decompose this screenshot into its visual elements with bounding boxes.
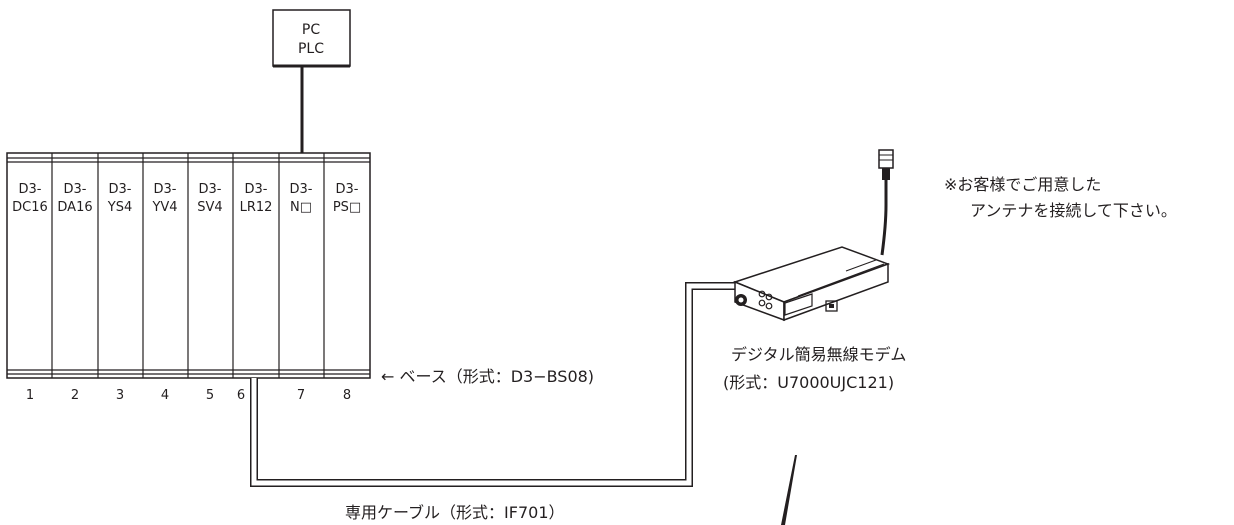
stray-line — [781, 455, 797, 525]
slot-number: 6 — [237, 388, 245, 403]
svg-text:D3-: D3- — [19, 182, 42, 197]
panel-button-icon — [765, 293, 773, 301]
svg-text:D3-: D3- — [336, 182, 359, 197]
cable-label: 専用ケーブル（形式：IF701） — [345, 503, 565, 522]
svg-text:D3-: D3- — [109, 182, 132, 197]
antenna-note-line2: アンテナを接続して下さい。 — [970, 201, 1177, 220]
display-window-icon — [784, 293, 813, 316]
slot-number: 8 — [343, 388, 351, 403]
antenna-connector — [878, 149, 894, 256]
base-label: ← ベース（形式：D3−BS08) — [381, 367, 594, 386]
panel-button-icon — [765, 302, 773, 310]
panel-button-icon — [758, 290, 766, 298]
plc-label: PLC — [298, 41, 324, 57]
modem-right-face — [783, 262, 889, 322]
svg-text:LR12: LR12 — [240, 200, 273, 215]
pc-label: PC — [302, 22, 320, 38]
module-d3-n: D3- N□ — [290, 182, 313, 215]
modem-name: デジタル簡易無線モデム — [731, 345, 906, 364]
panel-button-icon — [758, 299, 766, 307]
module-d3-dc16: D3- DC16 — [12, 182, 48, 215]
module-d3-ys4: D3- YS4 — [107, 182, 132, 215]
module-d3-lr12: D3- LR12 — [240, 182, 273, 215]
svg-text:D3-: D3- — [199, 182, 222, 197]
slot-number: 5 — [206, 388, 214, 403]
svg-text:DA16: DA16 — [57, 200, 92, 215]
svg-text:D3-: D3- — [64, 182, 87, 197]
base-rack — [6, 152, 371, 379]
slot-number: 1 — [26, 388, 34, 403]
antenna-cable — [880, 180, 888, 256]
module-d3-sv4: D3- SV4 — [197, 182, 222, 215]
svg-text:YV4: YV4 — [151, 200, 177, 215]
radio-modem — [732, 246, 891, 322]
module-d3-da16: D3- DA16 — [57, 182, 92, 215]
pc-plc-box: PC PLC — [272, 9, 351, 68]
svg-text:D3-: D3- — [245, 182, 268, 197]
svg-text:PS□: PS□ — [333, 200, 361, 215]
antenna-note-line1: ※お客様でご用意した — [944, 175, 1101, 194]
slot-numbers: 1 2 3 4 5 6 7 8 — [26, 388, 351, 403]
module-d3-yv4: D3- YV4 — [151, 182, 177, 215]
slot-number: 3 — [116, 388, 124, 403]
rj45-port-icon — [825, 300, 838, 312]
svg-text:SV4: SV4 — [197, 200, 222, 215]
modem-model: (形式：U7000UJC121) — [723, 373, 894, 392]
svg-text:DC16: DC16 — [12, 200, 48, 215]
slot-number: 4 — [161, 388, 169, 403]
svg-text:N□: N□ — [290, 200, 312, 215]
svg-text:YS4: YS4 — [107, 200, 132, 215]
svg-text:D3-: D3- — [154, 182, 177, 197]
slot-number: 7 — [297, 388, 305, 403]
antenna-plug-icon — [878, 149, 894, 169]
svg-text:D3-: D3- — [290, 182, 313, 197]
slot-number: 2 — [71, 388, 79, 403]
module-d3-ps: D3- PS□ — [333, 182, 361, 215]
